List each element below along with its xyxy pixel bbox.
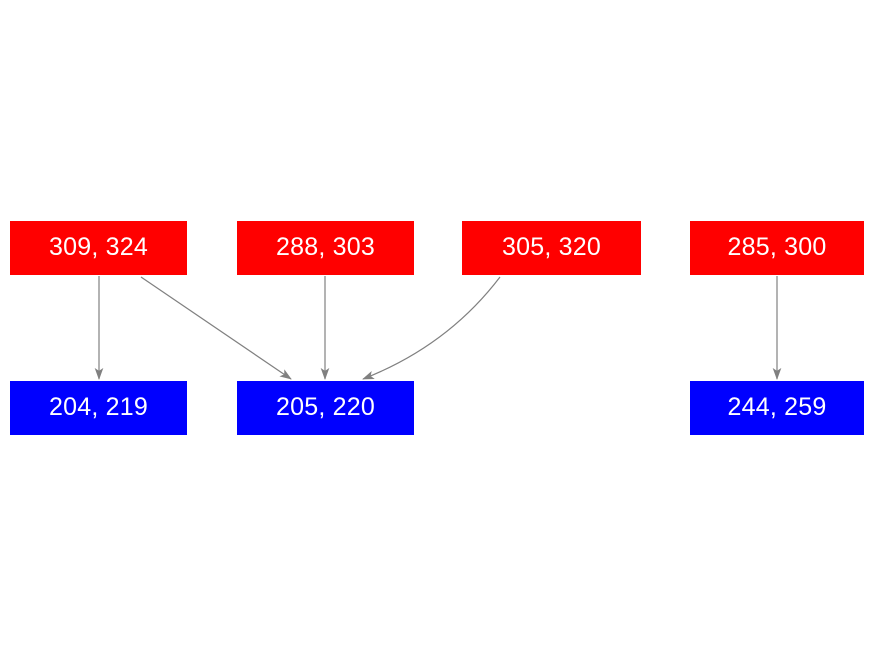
graph-node-label: 285, 300 xyxy=(727,232,827,261)
graph-node[interactable]: 244, 259 xyxy=(690,381,864,435)
graph-node[interactable]: 305, 320 xyxy=(462,221,641,275)
graph-node-label: 204, 219 xyxy=(49,392,148,421)
graph-node-label: 288, 303 xyxy=(276,232,375,261)
graph-node-label: 244, 259 xyxy=(727,392,827,421)
graph-edge xyxy=(362,276,501,380)
edges-group xyxy=(94,276,782,380)
graph-node[interactable]: 285, 300 xyxy=(690,221,864,275)
graph-node-label: 309, 324 xyxy=(49,232,148,261)
graph-edge xyxy=(140,276,292,380)
graph-node[interactable]: 204, 219 xyxy=(10,381,187,435)
graph-node-label: 305, 320 xyxy=(502,232,601,261)
graph-node[interactable]: 205, 220 xyxy=(237,381,414,435)
graph-node[interactable]: 309, 324 xyxy=(10,221,187,275)
graph-node[interactable]: 288, 303 xyxy=(237,221,414,275)
graph-node-label: 205, 220 xyxy=(276,392,375,421)
